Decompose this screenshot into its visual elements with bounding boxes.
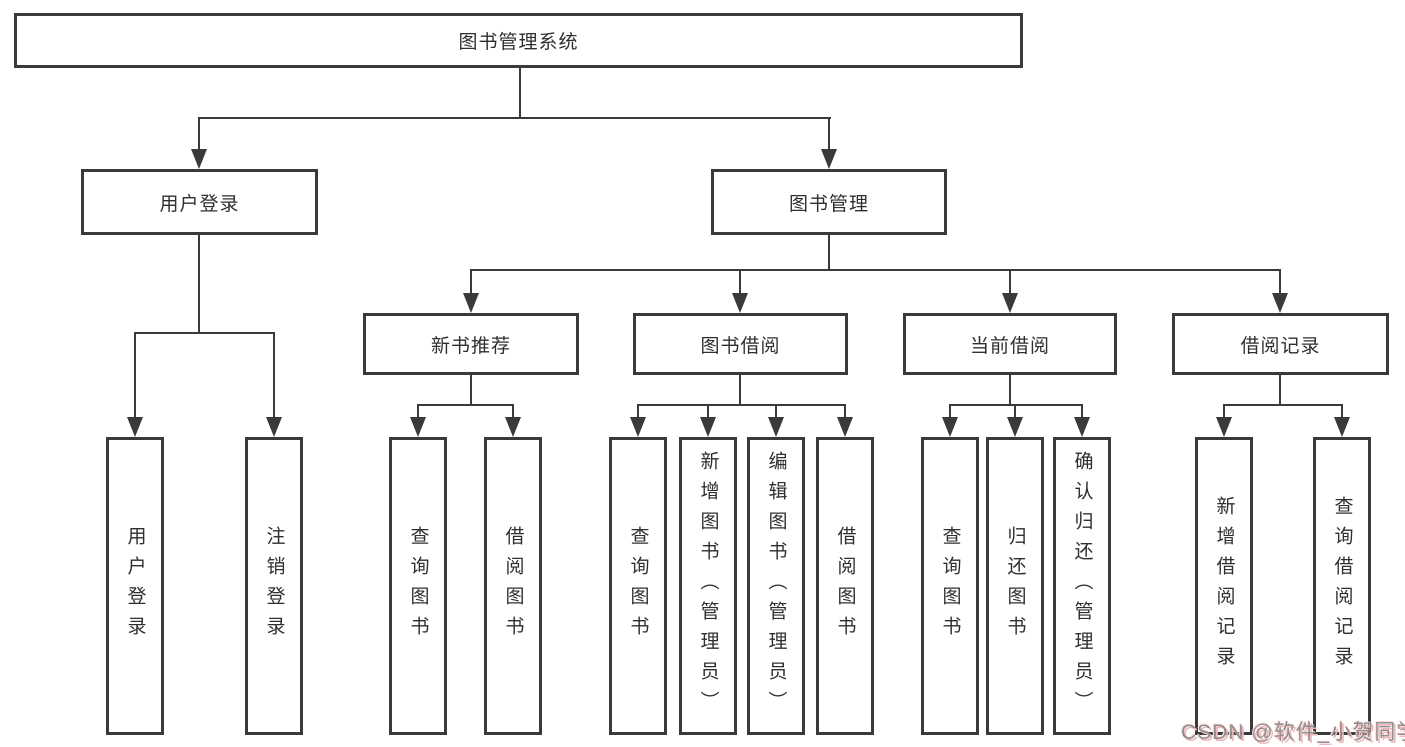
- connector-line: [707, 404, 709, 417]
- connector-line: [198, 117, 200, 151]
- leaf-logout-label: 注销登录: [263, 526, 285, 646]
- node-current-borrow: 当前借阅: [903, 313, 1117, 375]
- leaf-query-borrow-record: 查询借阅记录: [1313, 437, 1371, 735]
- node-current-borrow-label: 当前借阅: [969, 335, 1050, 357]
- arrowhead-icon: [266, 417, 282, 437]
- leaf-query-books-recommend-label: 查询图书: [407, 526, 429, 646]
- leaf-logout: 注销登录: [245, 437, 303, 735]
- connector-line: [470, 269, 1281, 271]
- leaf-return-books: 归还图书: [986, 437, 1044, 735]
- node-user-login-label: 用户登录: [159, 193, 240, 215]
- arrowhead-icon: [1002, 293, 1018, 313]
- connector-line: [739, 375, 741, 406]
- connector-line: [1009, 375, 1011, 406]
- connector-line: [512, 404, 514, 417]
- leaf-return-books-label: 归还图书: [1004, 526, 1026, 646]
- arrowhead-icon: [942, 417, 958, 437]
- connector-line: [739, 269, 741, 295]
- leaf-query-books-borrow: 查询图书: [609, 437, 667, 735]
- connector-line: [1341, 404, 1343, 417]
- connector-line: [1014, 404, 1016, 417]
- watermark: CSDN @软件_小贺同学: [1181, 721, 1405, 744]
- leaf-borrow-books-label: 借阅图书: [834, 526, 856, 646]
- arrowhead-icon: [410, 417, 426, 437]
- connector-line: [1009, 269, 1011, 295]
- connector-line: [470, 375, 472, 406]
- arrowhead-icon: [191, 149, 207, 169]
- leaf-query-books-borrow-label: 查询图书: [627, 526, 649, 646]
- connector-line: [828, 235, 830, 271]
- arrowhead-icon: [1272, 293, 1288, 313]
- node-new-book-recommend: 新书推荐: [363, 313, 579, 375]
- leaf-add-books-admin: 新增图书（管理员）: [679, 437, 737, 735]
- node-root: 图书管理系统: [14, 13, 1023, 68]
- node-book-borrow-label: 图书借阅: [700, 335, 781, 357]
- node-book-borrow: 图书借阅: [633, 313, 848, 375]
- connector-line: [1081, 404, 1083, 417]
- arrowhead-icon: [700, 417, 716, 437]
- connector-line: [775, 404, 777, 417]
- node-book-management: 图书管理: [711, 169, 947, 235]
- leaf-borrow-books-recommend-label: 借阅图书: [502, 526, 524, 646]
- connector-line: [519, 68, 521, 118]
- arrowhead-icon: [821, 149, 837, 169]
- leaf-query-books-recommend: 查询图书: [389, 437, 447, 735]
- connector-line: [637, 404, 846, 406]
- node-user-login: 用户登录: [81, 169, 318, 235]
- connector-line: [1223, 404, 1343, 406]
- node-borrow-records: 借阅记录: [1172, 313, 1389, 375]
- node-borrow-records-label: 借阅记录: [1240, 335, 1321, 357]
- connector-line: [637, 404, 639, 417]
- connector-line: [1279, 269, 1281, 295]
- connector-line: [470, 269, 472, 295]
- arrowhead-icon: [127, 417, 143, 437]
- connector-line: [198, 235, 200, 334]
- arrowhead-icon: [837, 417, 853, 437]
- leaf-add-books-admin-label: 新增图书（管理员）: [697, 451, 719, 721]
- leaf-add-borrow-record-label: 新增借阅记录: [1213, 496, 1235, 676]
- arrowhead-icon: [768, 417, 784, 437]
- leaf-borrow-books-recommend: 借阅图书: [484, 437, 542, 735]
- node-new-book-recommend-label: 新书推荐: [430, 335, 511, 357]
- connector-line: [844, 404, 846, 417]
- arrowhead-icon: [732, 293, 748, 313]
- leaf-query-borrow-record-label: 查询借阅记录: [1331, 496, 1353, 676]
- connector-line: [949, 404, 1083, 406]
- connector-line: [828, 117, 830, 151]
- connector-line: [198, 117, 831, 119]
- connector-line: [417, 404, 514, 406]
- arrowhead-icon: [463, 293, 479, 313]
- leaf-user-login: 用户登录: [106, 437, 164, 735]
- arrowhead-icon: [1007, 417, 1023, 437]
- node-root-label: 图书管理系统: [458, 32, 579, 53]
- arrowhead-icon: [505, 417, 521, 437]
- connector-line: [134, 332, 136, 417]
- leaf-confirm-return-admin: 确认归还（管理员）: [1053, 437, 1111, 735]
- leaf-edit-books-admin-label: 编辑图书（管理员）: [765, 451, 787, 721]
- connector-line: [417, 404, 419, 417]
- arrowhead-icon: [1074, 417, 1090, 437]
- connector-line: [1279, 375, 1281, 406]
- leaf-query-books-current: 查询图书: [921, 437, 979, 735]
- leaf-borrow-books: 借阅图书: [816, 437, 874, 735]
- leaf-confirm-return-admin-label: 确认归还（管理员）: [1071, 451, 1093, 721]
- arrowhead-icon: [630, 417, 646, 437]
- node-book-management-label: 图书管理: [788, 193, 869, 215]
- arrowhead-icon: [1216, 417, 1232, 437]
- leaf-user-login-label: 用户登录: [124, 526, 146, 646]
- connector-line: [949, 404, 951, 417]
- arrowhead-icon: [1334, 417, 1350, 437]
- connector-line: [273, 332, 275, 417]
- leaf-query-books-current-label: 查询图书: [939, 526, 961, 646]
- connector-line: [134, 332, 275, 334]
- leaf-add-borrow-record: 新增借阅记录: [1195, 437, 1253, 735]
- connector-line: [1223, 404, 1225, 417]
- leaf-edit-books-admin: 编辑图书（管理员）: [747, 437, 805, 735]
